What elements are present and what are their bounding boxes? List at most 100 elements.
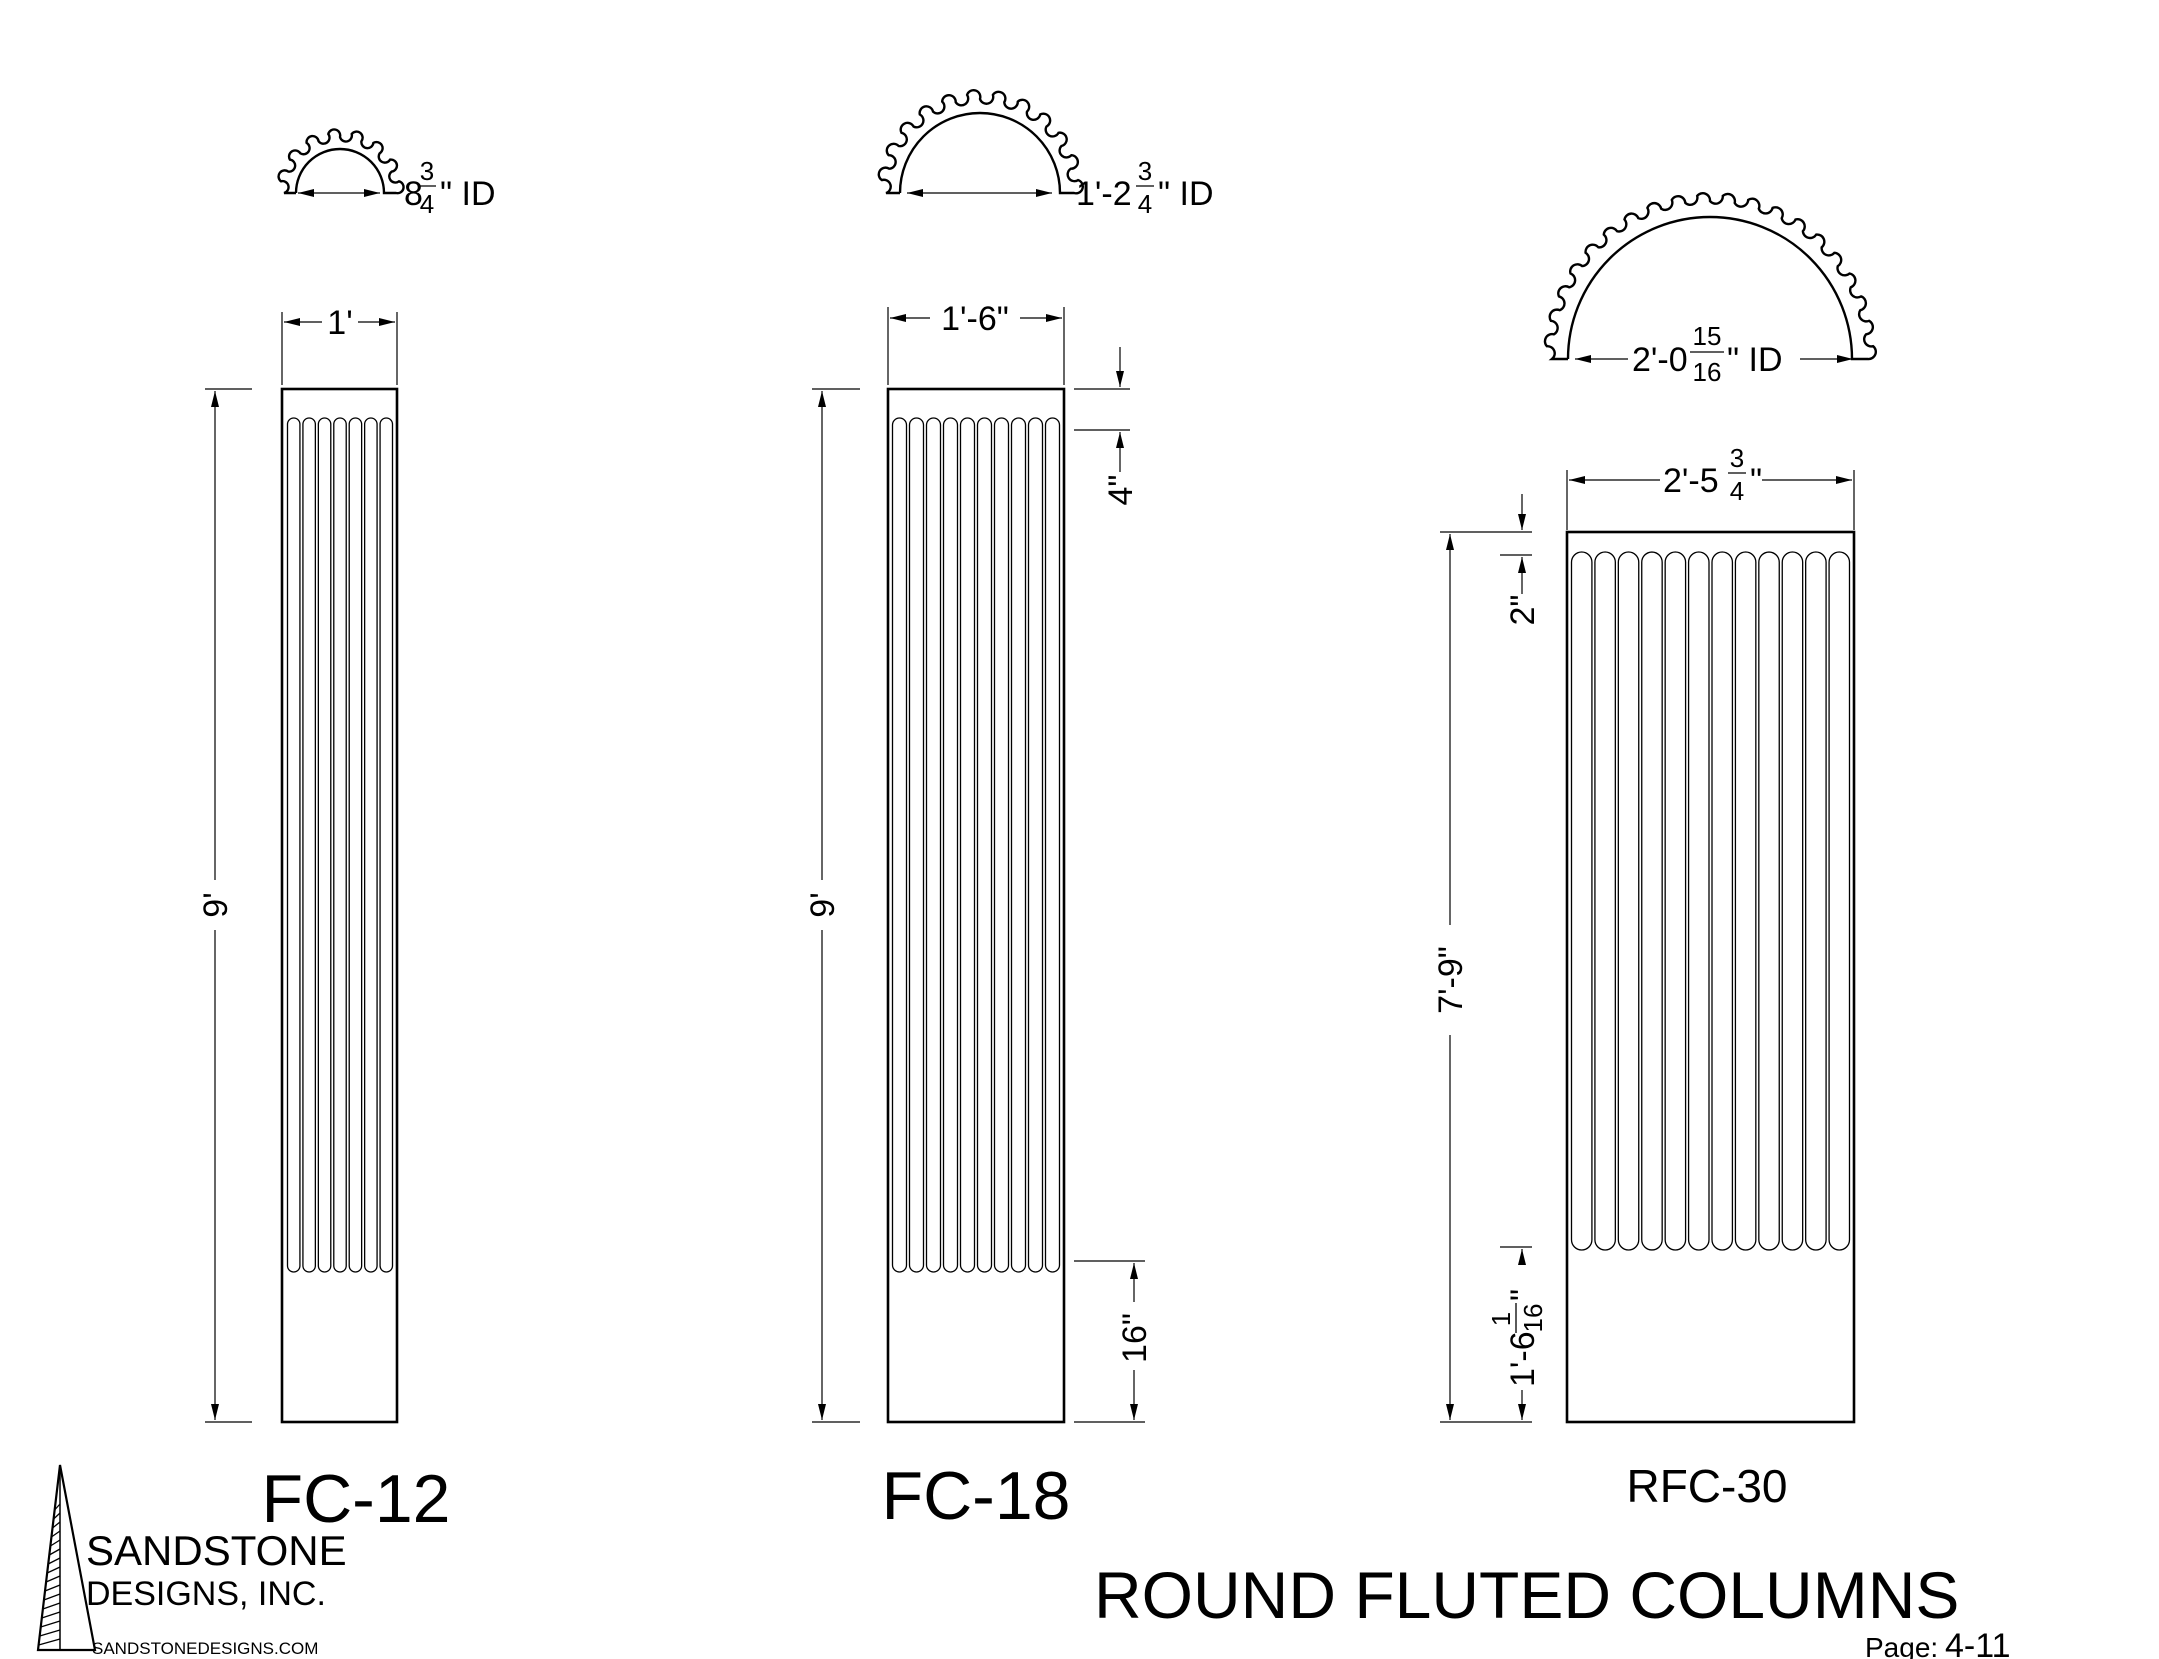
fc12-flute <box>333 417 347 1273</box>
rfc30-bottom-whole: 1'-6 <box>1504 1331 1542 1387</box>
rfc30-flute <box>1570 551 1593 1251</box>
pyramid-logo-hatch <box>46 1566 61 1574</box>
fc18-flute <box>959 417 976 1273</box>
fc18-id-whole: 1'-2 <box>1076 175 1132 213</box>
fc12-flute <box>348 417 363 1273</box>
fc12-model-label: FC-12 <box>262 1461 451 1537</box>
fc12-flutes <box>286 417 394 1273</box>
drawing-title: ROUND FLUTED COLUMNS <box>1094 1558 1959 1632</box>
rfc30-width-label: 2'-5 3 4 " <box>1663 443 1762 506</box>
rfc30-width-suffix: " <box>1750 462 1762 500</box>
pyramid-logo-hatch <box>47 1557 61 1565</box>
column-fc-12: 8 3 4 " ID 1' 9' FC-12 <box>197 128 496 1537</box>
fc12-column-body <box>280 387 399 1424</box>
rfc30-flutes <box>1570 551 1851 1251</box>
pyramid-logo-icon <box>36 1464 97 1652</box>
pyramid-logo-hatch <box>50 1539 61 1547</box>
rfc30-bottom-denominator: 16 <box>1518 1304 1548 1333</box>
rfc30-id-suffix: " ID <box>1727 341 1783 379</box>
pyramid-logo-hatch <box>51 1530 61 1538</box>
fc18-id-label: 1'-2 3 4 " ID <box>1076 156 1214 219</box>
fc18-flute <box>976 417 993 1273</box>
fc12-id-label: 8 3 4 " ID <box>404 156 496 219</box>
rfc30-id-denominator: 16 <box>1693 357 1722 387</box>
rfc30-flute <box>1805 551 1827 1251</box>
rfc30-flute <box>1664 551 1687 1251</box>
column-rfc-30: 2'-0 15 16 " ID 2'-5 3 4 " 7'-9" 2" <box>1432 192 1877 1512</box>
pyramid-logo-hatch <box>38 1638 61 1646</box>
rfc30-width-whole: 2'-5 <box>1663 462 1719 500</box>
rfc30-plan-profile <box>1543 192 1877 361</box>
fc18-flute <box>891 417 908 1273</box>
page-number: 4-11 <box>1945 1627 2011 1659</box>
fc12-flute <box>379 417 394 1273</box>
fc18-model-label: FC-18 <box>882 1458 1071 1534</box>
fc12-id-suffix: " ID <box>440 175 496 213</box>
fc12-id-numerator: 3 <box>420 156 434 186</box>
fc18-id-numerator: 3 <box>1138 156 1152 186</box>
fc12-height-label: 9' <box>197 892 235 917</box>
company-name-line2: DESIGNS, INC. <box>86 1575 326 1613</box>
rfc30-flute <box>1711 551 1734 1251</box>
fc12-flute <box>317 417 332 1273</box>
rfc30-bottom-numerator: 1 <box>1486 1312 1516 1326</box>
pyramid-logo-hatch <box>42 1602 61 1610</box>
rfc30-model-label: RFC-30 <box>1626 1460 1787 1512</box>
pyramid-logo-hatch <box>41 1611 61 1619</box>
fc12-id-whole: 8 <box>404 175 423 213</box>
fc18-width-label: 1'-6" <box>941 300 1009 338</box>
rfc30-bottom-band-label: 1'-6 1 16 " <box>1486 1289 1548 1387</box>
pyramid-logo-hatch <box>53 1512 61 1520</box>
fc18-height-label: 9' <box>804 892 842 917</box>
rfc30-width-numerator: 3 <box>1730 443 1744 473</box>
fc18-flute <box>1027 417 1044 1273</box>
fc18-flute <box>1044 417 1061 1273</box>
rfc30-flute <box>1687 551 1710 1251</box>
rfc30-flute <box>1594 551 1616 1251</box>
title-block: ROUND FLUTED COLUMNS Page: 4-11 <box>1094 1558 2011 1659</box>
rfc30-flute <box>1617 551 1640 1251</box>
fc18-column-body <box>886 387 1066 1424</box>
fc18-top-band-label: 4" <box>1102 475 1140 506</box>
fc12-flute <box>363 417 378 1273</box>
company-website: SANDSTONEDESIGNS.COM <box>92 1639 318 1658</box>
fc12-width-label: 1' <box>327 304 352 342</box>
pyramid-logo-hatch <box>45 1575 61 1583</box>
fc12-plan-profile <box>277 128 405 195</box>
rfc30-id-whole: 2'-0 <box>1632 341 1688 379</box>
pyramid-logo-hatch <box>48 1548 61 1556</box>
rfc30-id-label: 2'-0 15 16 " ID <box>1632 321 1783 387</box>
pyramid-logo-hatch <box>44 1584 61 1592</box>
rfc30-bottom-suffix: " <box>1504 1289 1542 1301</box>
rfc30-flute <box>1641 551 1663 1251</box>
rfc30-column-body <box>1565 530 1856 1424</box>
page-label: Page: <box>1865 1632 1938 1659</box>
rfc30-height-label: 7'-9" <box>1432 946 1470 1014</box>
rfc30-id-numerator: 15 <box>1693 321 1722 351</box>
fc18-plan-profile <box>877 88 1085 195</box>
fc18-flute <box>1010 417 1027 1273</box>
fc12-id-denominator: 4 <box>420 189 434 219</box>
rfc30-width-denominator: 4 <box>1730 476 1744 506</box>
company-name-line1: SANDSTONE <box>86 1527 347 1574</box>
pyramid-logo-hatch <box>40 1620 61 1628</box>
fc18-flute <box>925 417 942 1273</box>
fc18-flutes <box>891 417 1061 1273</box>
pyramid-logo-hatch <box>43 1593 61 1601</box>
fc18-id-denominator: 4 <box>1138 189 1152 219</box>
fc18-flute <box>993 417 1010 1273</box>
pyramid-logo-hatch <box>52 1521 61 1529</box>
company-logo: SANDSTONE DESIGNS, INC. SANDSTONEDESIGNS… <box>36 1464 347 1658</box>
pyramid-logo-hatch <box>54 1503 61 1511</box>
rfc30-flute <box>1828 551 1851 1251</box>
fc18-flute <box>908 417 925 1273</box>
rfc30-flute <box>1758 551 1780 1251</box>
fc18-flute <box>942 417 959 1273</box>
fc12-flute <box>302 417 317 1273</box>
fc18-bottom-band-label: 16" <box>1116 1313 1154 1363</box>
rfc30-flute <box>1734 551 1757 1251</box>
pyramid-logo-hatch <box>39 1629 61 1637</box>
rfc30-top-band-label: 2" <box>1504 595 1542 626</box>
rfc30-flute <box>1781 551 1804 1251</box>
